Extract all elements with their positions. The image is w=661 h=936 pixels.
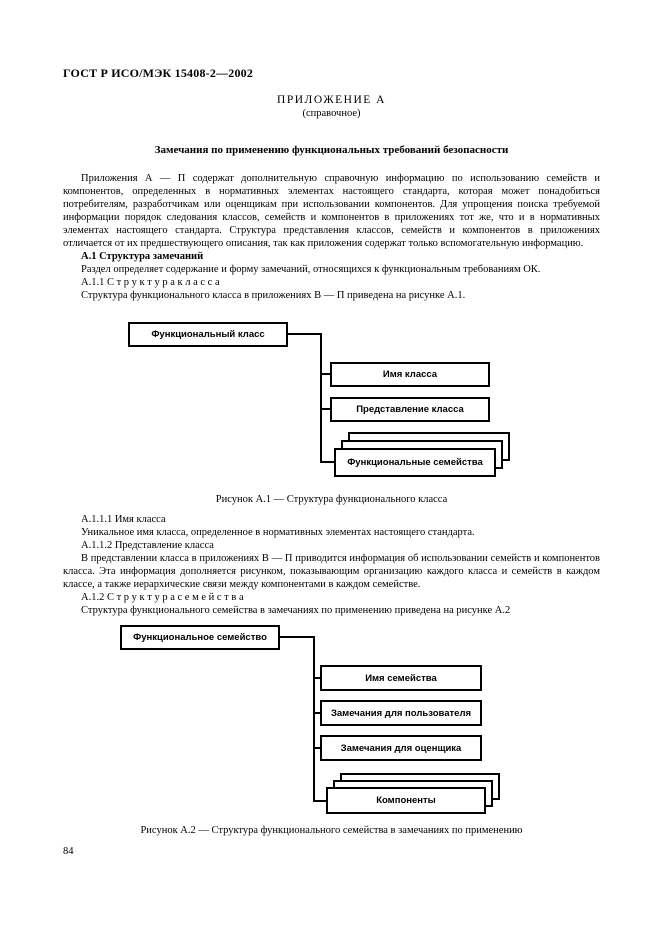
text-a1: Раздел определяет содержание и форму зам… [81,264,541,275]
intro-section: Приложения А — П содержат дополнительную… [63,172,600,302]
connector-line [286,333,322,335]
text-a112: В представлении класса в приложениях В —… [63,553,600,590]
heading-a111: А.1.1.1 Имя класса [81,514,166,525]
page-number: 84 [63,846,74,857]
connector-line [322,461,334,463]
connector-line [322,373,330,375]
heading-a112: А.1.1.2 Представление класса [81,540,214,551]
figure-a2-root-box: Функциональное семейство [120,625,280,650]
figure-a2-child-box-evaluator-notes: Замечания для оценщика [320,735,482,761]
figure-a2-diagram: Функциональное семейство Имя семейства З… [0,618,661,820]
connector-line [320,333,322,463]
figure-a1-diagram: Функциональный класс Имя класса Представ… [0,318,661,496]
appendix-subtitle: (справочное) [302,108,361,119]
figure-a1-caption: Рисунок А.1 — Структура функционального … [215,494,448,505]
heading-a12: А.1.2 С т р у к т у р а с е м е й с т в … [81,592,244,603]
appendix-title: Замечания по применению функциональных т… [154,144,509,156]
figure-a2-stack-front-box: Компоненты [326,787,486,814]
connector-line [315,712,320,714]
connector-line [315,800,326,802]
figure-a1-child-box-class-name: Имя класса [330,362,490,387]
figure-a1-child-box-class-presentation: Представление класса [330,397,490,422]
a111-section: А.1.1.1 Имя класса Уникальное имя класса… [63,513,600,617]
connector-line [313,636,315,802]
figure-a1-root-box: Функциональный класс [128,322,288,347]
text-a111: Уникальное имя класса, определенное в но… [81,527,475,538]
figure-a2-caption: Рисунок А.2 — Структура функционального … [140,825,523,836]
connector-line [278,636,315,638]
figure-a2-child-box-user-notes: Замечания для пользователя [320,700,482,726]
connector-line [315,677,320,679]
figure-a2-child-box-family-name: Имя семейства [320,665,482,691]
connector-line [315,747,320,749]
heading-a11: А.1.1 С т р у к т у р а к л а с с а [81,277,220,288]
appendix-label: ПРИЛОЖЕНИЕ А [277,94,386,106]
heading-a1: А.1 Структура замечаний [81,251,204,262]
standard-number-header: ГОСТ Р ИСО/МЭК 15408-2—2002 [63,66,254,80]
intro-paragraph: Приложения А — П содержат дополнительную… [63,173,600,249]
text-a11: Структура функционального класса в прило… [81,290,466,301]
connector-line [322,408,330,410]
text-a12: Структура функционального семейства в за… [81,605,511,616]
figure-a1-stack-front-box: Функциональные семейства [334,448,496,477]
